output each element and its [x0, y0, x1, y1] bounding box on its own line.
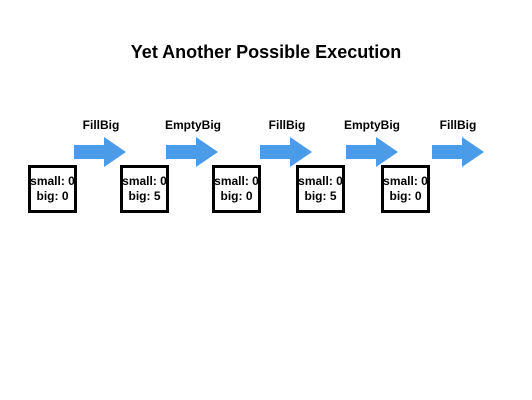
- slide-title: Yet Another Possible Execution: [130, 42, 402, 62]
- small-value: small: 0: [383, 174, 428, 188]
- operation-label: FillBig: [268, 118, 306, 132]
- small-value: small: 0: [298, 174, 343, 188]
- state-box: small: 0 big: 0: [381, 165, 430, 213]
- right-arrow-icon: [260, 137, 312, 167]
- operation-label: FillBig: [439, 118, 477, 132]
- operation-label: FillBig: [82, 118, 120, 132]
- state-box: small: 0 big: 0: [28, 165, 77, 213]
- operation-label: EmptyBig: [164, 118, 221, 132]
- small-value: small: 0: [214, 174, 259, 188]
- big-value: big: 0: [389, 189, 422, 203]
- right-arrow-icon: [346, 137, 398, 167]
- state-box: small: 0 big: 5: [120, 165, 169, 213]
- right-arrow-icon: [166, 137, 218, 167]
- small-value: small: 0: [30, 174, 75, 188]
- small-value: small: 0: [122, 174, 167, 188]
- right-arrow-icon: [432, 137, 484, 167]
- big-value: big: 0: [36, 189, 69, 203]
- big-value: big: 5: [128, 189, 161, 203]
- operation-label: EmptyBig: [343, 118, 400, 132]
- big-value: big: 0: [220, 189, 253, 203]
- state-box: small: 0 big: 0: [212, 165, 261, 213]
- state-box: small: 0 big: 5: [296, 165, 345, 213]
- big-value: big: 5: [304, 189, 337, 203]
- right-arrow-icon: [74, 137, 126, 167]
